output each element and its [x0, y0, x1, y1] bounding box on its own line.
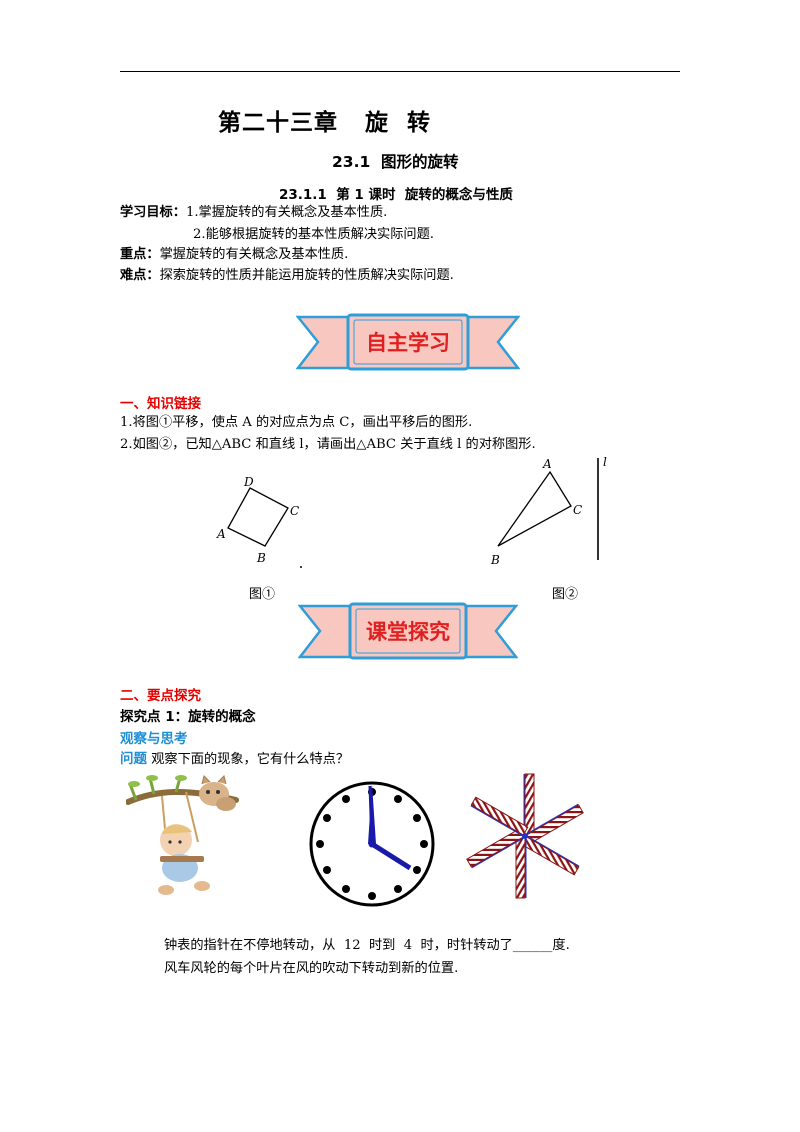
clock-face — [309, 781, 435, 907]
question-text: 观察下面的现象，它有什么特点？ — [147, 752, 350, 767]
chapter-title: 第二十三章 旋 转 — [218, 110, 432, 136]
section-title: 23.1 图形的旋转 — [332, 153, 459, 171]
fig2-label-B: B — [490, 553, 500, 567]
clock-hour-hand — [370, 841, 412, 871]
fig2-label-l: l — [603, 455, 607, 469]
key-point-line: 重点：掌握旋转的有关概念及基本性质. — [120, 247, 348, 263]
lesson-title: 23.1.1 第 1 课时 旋转的概念与性质 — [279, 187, 513, 203]
figure-2-triangle: A C B l — [490, 455, 607, 567]
windmill-description: 风车风轮的每个叶片在风的吹动下转动到新的位置. — [164, 961, 459, 976]
difficult-point-text: 探索旋转的性质并能运用旋转的性质解决实际问题. — [159, 268, 454, 283]
observe-think-heading: 观察与思考 — [120, 731, 188, 747]
fig1-label-C: C — [290, 504, 299, 518]
swing-child-illustration — [126, 775, 239, 895]
fig2-label-A: A — [542, 457, 552, 471]
banner-classroom-exploration-text: 课堂探究 — [366, 620, 450, 644]
figure-2-caption: 图② — [552, 587, 579, 602]
figure-1-square: D C B A — [216, 475, 302, 568]
objective-item-2: 2.能够根据旋转的基本性质解决实际问题. — [193, 227, 434, 242]
fig1-label-A: A — [216, 527, 226, 541]
question-label: 问题 — [120, 751, 147, 767]
objective-item-1: 1.掌握旋转的有关概念及基本性质. — [185, 205, 388, 220]
banner-classroom-exploration: 课堂探究 — [298, 602, 518, 660]
key-point-text: 掌握旋转的有关概念及基本性质. — [159, 247, 349, 262]
part1-heading: 一、知识链接 — [120, 396, 201, 412]
clock-question: 钟表的指针在不停地转动，从 12 时到 4 时，时针转动了______度. — [164, 938, 570, 953]
fig1-label-D: D — [243, 475, 254, 489]
part2-heading: 二、要点探究 — [120, 688, 201, 704]
question-1: 1.将图①平移，使点 A 的对应点为点 C，画出平移后的图形. — [120, 415, 473, 430]
banner-self-study: 自主学习 — [296, 313, 520, 371]
header-rule — [120, 71, 680, 72]
difficult-point-line: 难点：探索旋转的性质并能运用旋转的性质解决实际问题. — [120, 268, 454, 284]
objectives-line-1: 学习目标：1.掌握旋转的有关概念及基本性质. — [120, 205, 387, 221]
windmill-pinwheel — [466, 773, 584, 899]
explore-point-1: 探究点 1：旋转的概念 — [120, 709, 256, 725]
question-line: 问题 观察下面的现象，它有什么特点？ — [120, 751, 349, 768]
key-point-label: 重点： — [120, 247, 160, 262]
fig2-label-C: C — [573, 503, 582, 517]
difficult-point-label: 难点： — [120, 268, 160, 283]
objectives-label: 学习目标： — [120, 205, 186, 220]
question-2: 2.如图②，已知△ABC 和直线 l，请画出△ABC 关于直线 l 的对称图形. — [120, 437, 536, 452]
figure-1-caption: 图① — [249, 587, 276, 602]
fig1-label-B: B — [256, 551, 266, 565]
banner-self-study-text: 自主学习 — [366, 331, 450, 355]
